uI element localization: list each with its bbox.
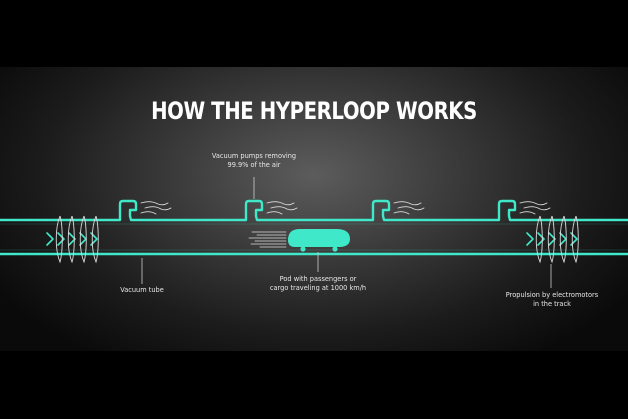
label-vacuum-pumps-line1: Vacuum pumps removing	[211, 152, 297, 160]
label-propulsion-line1: Propulsion by electromotors	[505, 291, 599, 299]
pod-wheel-rear	[300, 246, 306, 252]
left-coils	[55, 215, 99, 264]
pod-wheel-front	[332, 246, 338, 252]
label-vacuum-pumps: Vacuum pumps removing 99.9% of the air	[204, 152, 304, 170]
airflow-lines-4	[519, 201, 551, 215]
page-title: HOW THE HYPERLOOP WORKS	[151, 97, 477, 125]
label-propulsion: Propulsion by electromotors in the track	[500, 291, 604, 309]
label-propulsion-line2: in the track	[533, 300, 571, 308]
hyperloop-pod	[288, 229, 350, 247]
airflow-lines-2	[266, 201, 298, 215]
label-vacuum-pumps-line2: 99.9% of the air	[227, 161, 281, 169]
pod-speed-lines	[248, 231, 287, 248]
left-propulsion-arrows	[46, 232, 98, 246]
label-pod-line1: Pod with passengers or	[279, 275, 357, 283]
airflow-lines-1	[140, 201, 172, 215]
background-panel	[0, 67, 628, 351]
label-pod: Pod with passengers or cargo traveling a…	[262, 275, 374, 293]
label-vacuum-tube: Vacuum tube	[120, 286, 164, 294]
label-pod-line2: cargo traveling at 1000 km/h	[269, 284, 367, 292]
right-propulsion-arrows	[526, 232, 578, 246]
tube-top-wall	[0, 199, 628, 222]
right-coils	[535, 215, 579, 264]
airflow-lines-3	[393, 201, 425, 215]
